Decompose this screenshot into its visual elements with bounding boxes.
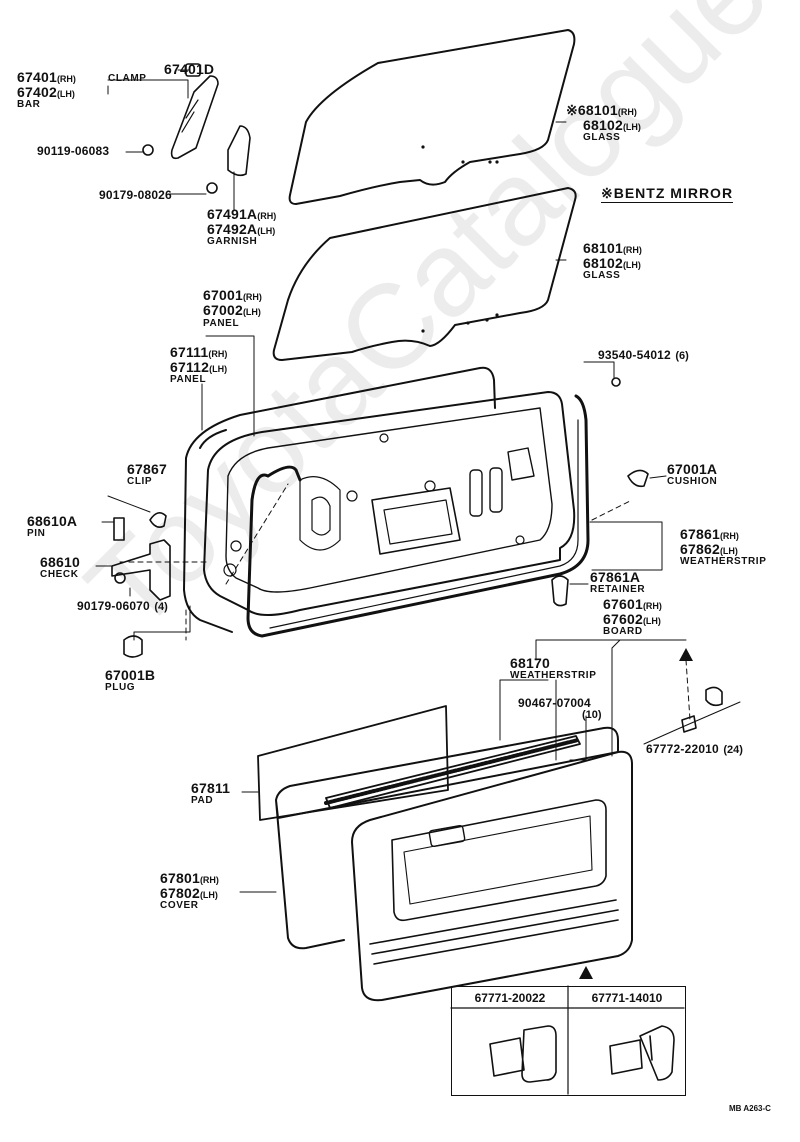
door-outer-panel <box>183 366 496 633</box>
label-67401d-name: CLAMP <box>108 73 147 84</box>
door-weatherstrip-shape <box>246 394 590 638</box>
label-90119: 90119-06083 <box>37 144 110 158</box>
pad-shape <box>257 705 449 821</box>
label-68101-name: GLASS <box>583 270 621 281</box>
label-68101: 68101(RH) <box>583 240 642 256</box>
label-67001a-name: CUSHION <box>667 476 718 487</box>
label-67862: 67862(LH) <box>680 541 738 557</box>
label-67861: 67861(RH) <box>680 526 739 542</box>
bentz-mirror-note: ※BENTZ MIRROR <box>601 185 734 203</box>
label-90179-08026: 90179-08026 <box>99 188 172 202</box>
label-67401: 67401(RH) <box>17 69 76 85</box>
label-67861-name: WEATHERSTRIP <box>680 556 767 567</box>
inset-header-left: 67771-20022 <box>474 991 546 1005</box>
label-68610a-name: PIN <box>27 528 46 539</box>
label-68610: 68610 <box>40 554 80 570</box>
label-67401-name: BAR <box>17 99 41 110</box>
label-68102: 68102(LH) <box>583 255 641 271</box>
label-67601-name: BOARD <box>603 626 643 637</box>
label-67001a: 67001A <box>667 461 718 477</box>
label-67867-name: CLIP <box>127 476 153 487</box>
label-90179-06070: 90179-06070 (4) <box>77 599 168 613</box>
triangle-marker-icon <box>679 648 693 661</box>
label-90467-qty: (10) <box>582 709 602 721</box>
label-67601: 67601(RH) <box>603 596 662 612</box>
belt-weatherstrip-shape <box>325 735 581 809</box>
label-67001b: 67001B <box>105 667 156 683</box>
label-67801-name: COVER <box>160 900 199 911</box>
label-68102-bentz: 68102(LH) <box>583 117 641 133</box>
label-67867: 67867 <box>127 461 167 477</box>
label-90467: 90467-07004 <box>518 696 591 710</box>
clip-inset-table: 67771-20022 67771-14010 <box>451 986 686 1096</box>
label-68170: 68170 <box>510 655 550 671</box>
label-67491a: 67491A(RH) <box>207 206 277 222</box>
inset-header-right: 67771-14010 <box>591 991 663 1005</box>
label-67402: 67402(LH) <box>17 84 75 100</box>
label-67772: 67772-22010 (24) <box>646 742 743 756</box>
label-67801: 67801(RH) <box>160 870 219 886</box>
lower-glass-shape <box>272 187 577 361</box>
label-67602: 67602(LH) <box>603 611 661 627</box>
label-67111-name: PANEL <box>170 374 207 385</box>
label-68170-name: WEATHERSTRIP <box>510 670 597 681</box>
label-67861a-name: RETAINER <box>590 584 646 595</box>
footer-code: MB A263-C <box>729 1104 771 1113</box>
label-68101-bentz: ※68101(RH) <box>566 102 637 118</box>
label-67001b-name: PLUG <box>105 682 136 693</box>
label-67401d: 67401D <box>164 61 215 77</box>
label-68610-name: CHECK <box>40 569 79 580</box>
door-inner-panel <box>203 391 576 616</box>
label-67811-name: PAD <box>191 795 214 806</box>
label-67111: 67111(RH) <box>170 344 228 360</box>
label-68610a: 68610A <box>27 513 78 529</box>
label-67001: 67001(RH) <box>203 287 262 303</box>
label-93540: 93540-54012 (6) <box>598 348 689 362</box>
inner-board-shape <box>351 750 633 1002</box>
label-67001-name: PANEL <box>203 318 240 329</box>
clip-14010-drawing <box>609 1025 675 1081</box>
triangle-marker-icon <box>579 966 593 979</box>
label-68101-bentz-name: GLASS <box>583 132 621 143</box>
bar-shape <box>170 75 219 160</box>
upper-glass-shape <box>288 29 576 205</box>
label-67492a: 67492A(LH) <box>207 221 276 237</box>
label-67802: 67802(LH) <box>160 885 218 901</box>
label-67491-name: GARNISH <box>207 236 258 247</box>
label-67112: 67112(LH) <box>170 359 228 375</box>
check-shape <box>111 539 171 601</box>
garnish-shape <box>227 125 251 177</box>
clip-20022-drawing <box>489 1025 557 1083</box>
label-67002: 67002(LH) <box>203 302 261 318</box>
label-67861a: 67861A <box>590 569 641 585</box>
label-67811: 67811 <box>191 780 231 796</box>
